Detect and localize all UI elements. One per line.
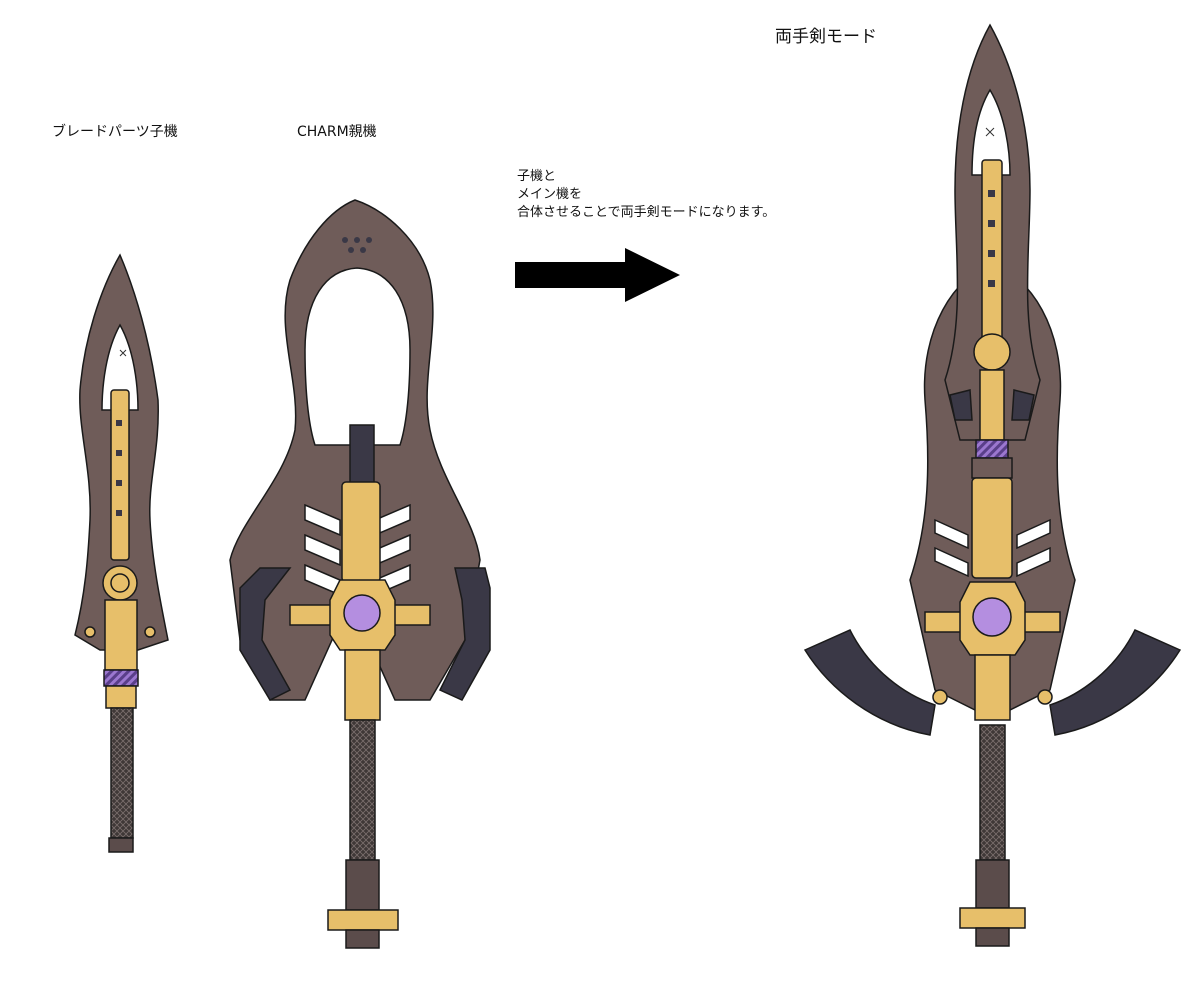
result-mode-label: 両手剣モード: [775, 27, 877, 47]
parent-charm-unit: [229, 199, 491, 949]
sword-grip: [979, 724, 1006, 861]
child-unit-label: ブレードパーツ子機: [52, 124, 178, 140]
parent-left-wing: [239, 567, 292, 701]
note-line-1: 子機と: [517, 169, 557, 184]
sword-gold-core: [971, 477, 1013, 579]
parent-dark-post: [349, 424, 375, 486]
combine-arrow: [515, 248, 680, 302]
parent-right-wing: [438, 567, 491, 701]
sword-pommel: [959, 907, 1026, 929]
two-handed-sword: [803, 23, 1182, 947]
parent-pommel: [327, 909, 399, 931]
parent-gold-core: [341, 481, 381, 583]
sword-left-arm: [803, 629, 936, 736]
parent-gem: [343, 594, 381, 632]
child-purple-band: [103, 669, 139, 687]
parent-unit-label: CHARM親機: [297, 124, 377, 140]
combination-note: 子機と メイン機を 合体させることで両手剣モードになります。: [517, 168, 775, 222]
sword-purple-band: [975, 439, 1009, 459]
sword-upper-hub: [973, 333, 1011, 371]
child-pommel: [108, 837, 134, 853]
child-guard: [104, 599, 138, 671]
note-line-3: 合体させることで両手剣モードになります。: [517, 205, 776, 220]
sword-gem: [972, 597, 1012, 637]
parent-grip: [349, 719, 376, 861]
child-blade-unit: [74, 253, 169, 853]
child-grip: [110, 707, 134, 839]
child-gold-spine: [110, 389, 130, 561]
parent-frame-opening: [304, 267, 411, 446]
note-line-2: メイン機を: [517, 187, 583, 202]
sword-right-arm: [1049, 629, 1182, 736]
